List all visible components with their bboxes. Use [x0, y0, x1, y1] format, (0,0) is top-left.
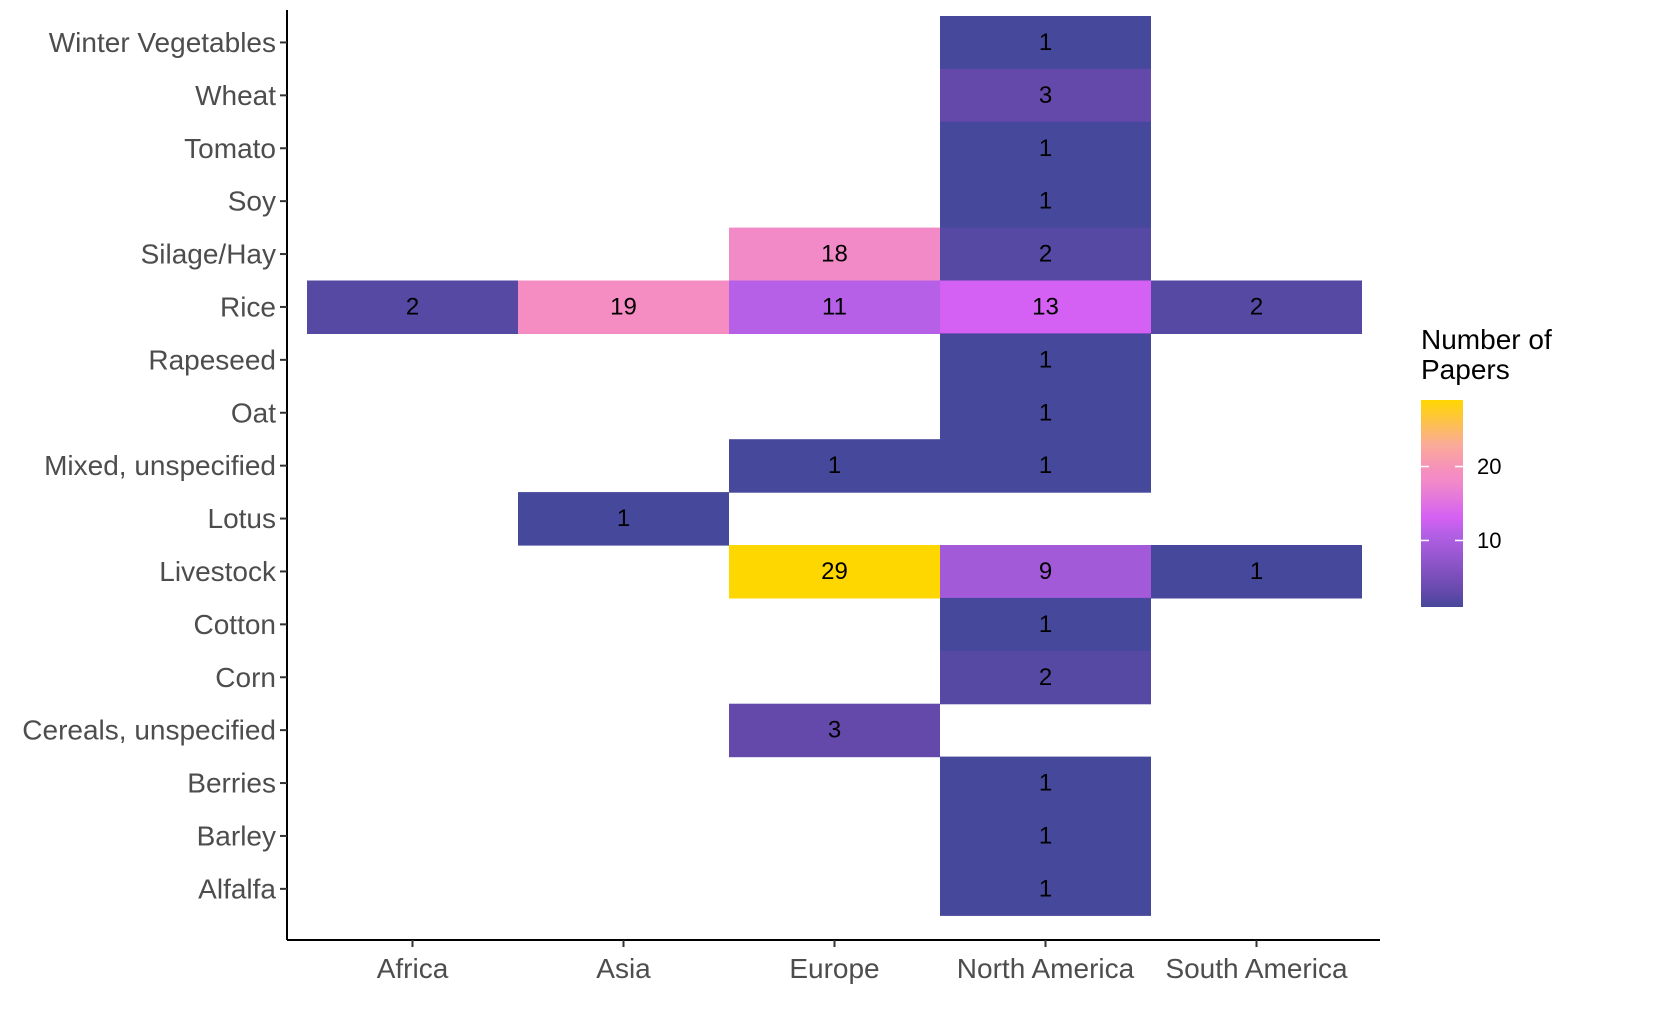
- heatmap-cell-north-america-oat: [940, 386, 1151, 440]
- heatmap-cell-north-america-winter-vegetables: [940, 16, 1151, 70]
- heatmap-cell-north-america-mixed-unspecified: [940, 439, 1151, 493]
- y-tick-label-cotton: Cotton: [194, 609, 277, 640]
- heatmap-cell-north-america-rapeseed: [940, 333, 1151, 387]
- heatmap-cell-africa-rice: [307, 280, 518, 334]
- cells-layer: [307, 16, 1362, 916]
- cell-value-label-north-america-corn: 2: [1039, 664, 1052, 691]
- cell-value-label-south-america-rice: 2: [1250, 293, 1263, 320]
- heatmap-cell-europe-mixed-unspecified: [729, 439, 940, 493]
- cell-value-label-europe-cereals-unspecified: 3: [828, 717, 841, 744]
- heatmap-cell-north-america-cotton: [940, 597, 1151, 652]
- cell-value-label-asia-rice: 19: [610, 293, 637, 320]
- heatmap-cell-north-america-berries: [940, 756, 1151, 811]
- cell-value-label-north-america-mixed-unspecified: 1: [1039, 452, 1052, 479]
- y-tick-label-barley: Barley: [197, 820, 276, 851]
- heatmap-cell-asia-lotus: [518, 492, 729, 546]
- heatmap-cell-north-america-tomato: [940, 121, 1151, 176]
- cell-value-label-north-america-rapeseed: 1: [1039, 346, 1052, 373]
- cell-value-label-north-america-winter-vegetables: 1: [1039, 29, 1052, 56]
- cell-value-label-europe-mixed-unspecified: 1: [828, 452, 841, 479]
- heatmap-cell-north-america-wheat: [940, 68, 1151, 123]
- heatmap-cell-europe-silage-hay: [729, 227, 940, 282]
- heatmap-cell-asia-rice: [518, 280, 729, 334]
- heatmap-cell-north-america-corn: [940, 650, 1151, 705]
- heatmap-cell-north-america-livestock: [940, 545, 1151, 599]
- heatmap-cell-south-america-livestock: [1151, 545, 1362, 599]
- legend-tick-label: 10: [1477, 528, 1501, 553]
- y-tick-label-mixed-unspecified: Mixed, unspecified: [44, 450, 276, 481]
- cell-value-label-south-america-livestock: 1: [1250, 558, 1263, 585]
- heatmap-cell-north-america-alfalfa: [940, 862, 1151, 916]
- cell-value-label-north-america-cotton: 1: [1039, 611, 1052, 638]
- x-tick-label-north-america: North America: [957, 953, 1135, 984]
- axes-layer: Alfalfa Barley Berries Cereals, unspecified…: [22, 10, 1380, 984]
- heatmap-cell-north-america-rice: [940, 280, 1151, 334]
- heatmap-cell-europe-rice: [729, 280, 940, 334]
- heatmap-cell-south-america-rice: [1151, 280, 1362, 334]
- cell-value-label-north-america-alfalfa: 1: [1039, 875, 1052, 902]
- legend-tick-label: 20: [1477, 454, 1501, 479]
- legend-title-line: Number of: [1421, 324, 1552, 355]
- heatmap-cell-north-america-silage-hay: [940, 227, 1151, 282]
- cell-value-label-north-america-soy: 1: [1039, 188, 1052, 215]
- y-tick-label-wheat: Wheat: [195, 80, 276, 111]
- heatmap-cell-europe-cereals-unspecified: [729, 703, 940, 758]
- x-tick-label-europe: Europe: [789, 953, 879, 984]
- x-tick-label-asia: Asia: [596, 953, 651, 984]
- y-tick-label-corn: Corn: [215, 662, 276, 693]
- cell-value-label-north-america-rice: 13: [1032, 293, 1059, 320]
- cell-value-label-north-america-livestock: 9: [1039, 558, 1052, 585]
- y-tick-label-livestock: Livestock: [159, 556, 277, 587]
- y-tick-label-silage-hay: Silage/Hay: [141, 239, 276, 270]
- heatmap-cell-north-america-barley: [940, 809, 1151, 863]
- cell-value-label-north-america-tomato: 1: [1039, 135, 1052, 162]
- legend-title-line: Papers: [1421, 354, 1510, 385]
- x-tick-label-africa: Africa: [377, 953, 449, 984]
- y-tick-label-berries: Berries: [187, 768, 276, 799]
- y-tick-label-lotus: Lotus: [208, 503, 277, 534]
- cell-value-label-north-america-silage-hay: 2: [1039, 241, 1052, 268]
- cell-value-label-north-america-berries: 1: [1039, 770, 1052, 797]
- y-tick-label-cereals-unspecified: Cereals, unspecified: [22, 715, 276, 746]
- cell-value-label-north-america-wheat: 3: [1039, 82, 1052, 109]
- cell-value-label-asia-lotus: 1: [617, 505, 630, 532]
- heatmap-cell-europe-livestock: [729, 545, 940, 599]
- y-tick-label-soy: Soy: [228, 186, 276, 217]
- cell-value-label-europe-rice: 11: [822, 293, 847, 320]
- y-tick-label-alfalfa: Alfalfa: [198, 873, 276, 904]
- y-tick-label-rice: Rice: [220, 291, 276, 322]
- cell-value-label-north-america-oat: 1: [1039, 399, 1052, 426]
- x-tick-label-south-america: South America: [1165, 953, 1348, 984]
- y-tick-label-rapeseed: Rapeseed: [148, 344, 276, 375]
- cell-value-label-europe-livestock: 29: [821, 558, 848, 585]
- y-tick-label-tomato: Tomato: [184, 133, 276, 164]
- cell-value-label-africa-rice: 2: [406, 293, 419, 320]
- cell-value-label-europe-silage-hay: 18: [821, 241, 848, 268]
- y-tick-label-oat: Oat: [231, 397, 276, 428]
- legend-color-bar: [1421, 400, 1463, 607]
- y-tick-label-winter-vegetables: Winter Vegetables: [49, 27, 276, 58]
- cell-value-label-north-america-barley: 1: [1039, 822, 1052, 849]
- heatmap-cell-north-america-soy: [940, 174, 1151, 229]
